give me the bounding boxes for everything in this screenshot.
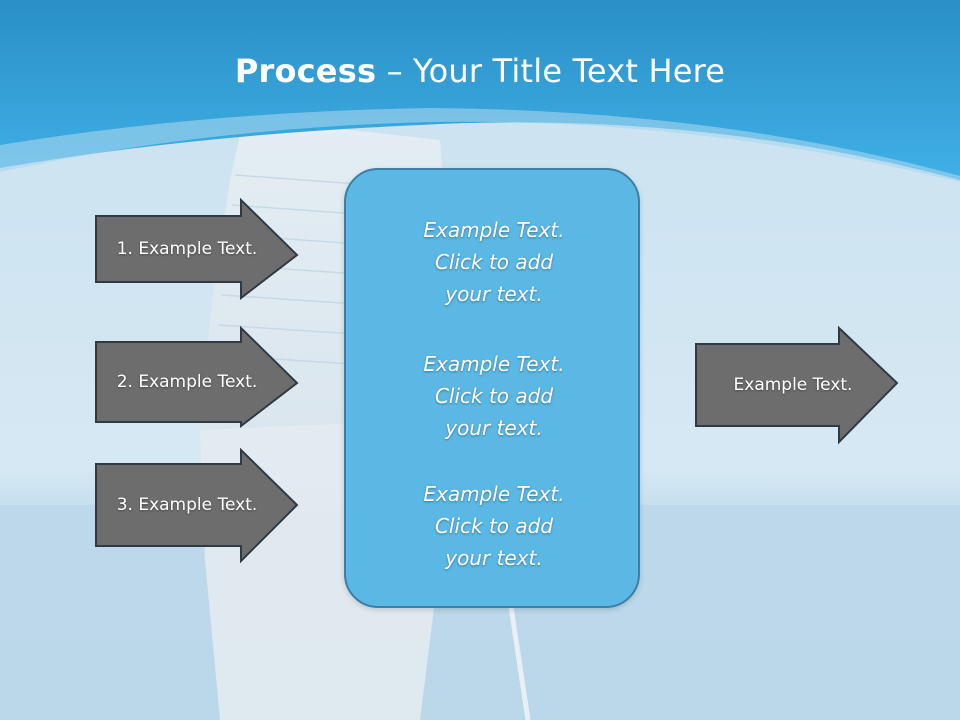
arrow-right-icon <box>695 326 899 445</box>
input-arrow-3[interactable]: 3. Example Text. <box>94 448 300 564</box>
output-arrow[interactable]: Example Text. <box>694 326 900 446</box>
process-line: your text. <box>445 416 543 440</box>
process-line: Click to add <box>434 514 554 538</box>
process-line: Example Text. <box>423 482 565 506</box>
arrow-right-icon <box>95 326 299 428</box>
process-box[interactable]: Example Text. Click to add your text. Ex… <box>344 168 640 608</box>
input-arrow-label: 1. Example Text. <box>116 239 258 259</box>
process-line: Click to add <box>434 384 554 408</box>
arrow-right-icon <box>95 448 299 564</box>
process-line: your text. <box>445 282 543 306</box>
input-arrow-2[interactable]: 2. Example Text. <box>94 326 300 428</box>
process-line: Click to add <box>434 250 554 274</box>
input-arrow-label: 2. Example Text. <box>116 372 258 392</box>
process-paragraph-1: Example Text. Click to add your text. <box>346 214 642 310</box>
process-line: Example Text. <box>423 352 565 376</box>
slide-title: Process – Your Title Text Here <box>0 52 960 90</box>
process-paragraph-2: Example Text. Click to add your text. <box>346 348 642 444</box>
output-arrow-label: Example Text. <box>733 375 853 395</box>
arrow-right-icon <box>95 198 299 300</box>
input-arrow-label: 3. Example Text. <box>116 495 258 515</box>
process-paragraph-3: Example Text. Click to add your text. <box>346 478 642 574</box>
process-line: your text. <box>445 546 543 570</box>
input-arrow-1[interactable]: 1. Example Text. <box>94 198 300 300</box>
title-rest: – Your Title Text Here <box>376 52 726 90</box>
title-bold: Process <box>234 52 377 90</box>
process-line: Example Text. <box>423 218 565 242</box>
